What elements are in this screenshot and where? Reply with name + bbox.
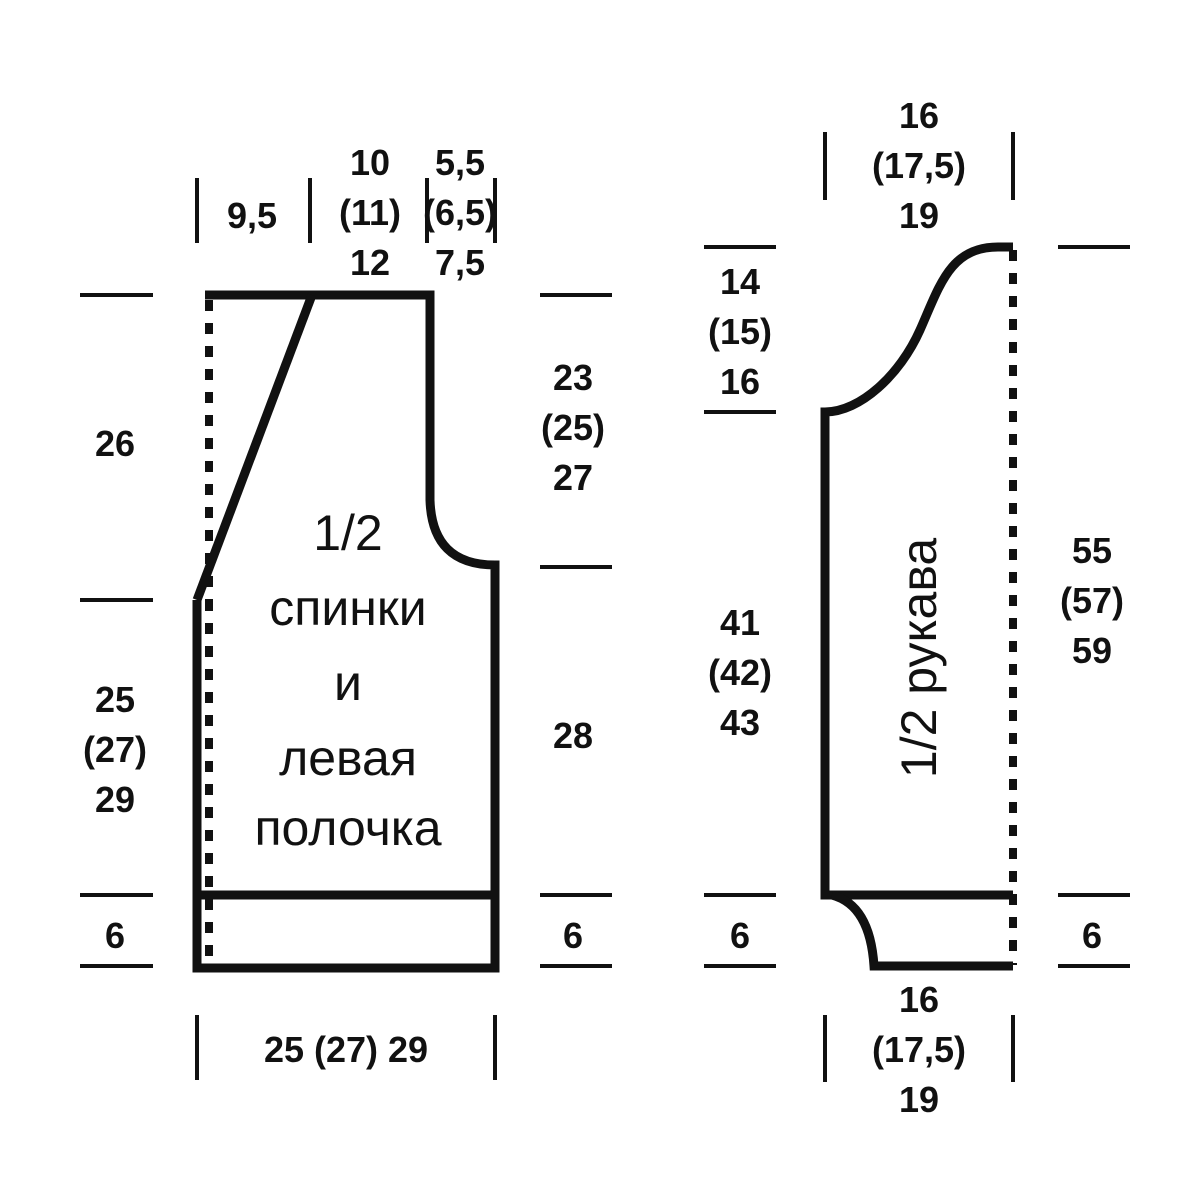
back-label-3: и [334, 655, 362, 711]
sleeve-right-ticks [1058, 245, 1130, 968]
sleeve-label: 1/2 рукава [891, 538, 947, 778]
back-left-upper-height: 26 [95, 423, 135, 464]
back-outline [192, 290, 500, 973]
back-left-band-height: 6 [105, 915, 125, 956]
back-bottom-ticks [195, 1015, 497, 1080]
back-right-armhole-height-2: (25) [541, 407, 605, 448]
back-right-ticks [540, 293, 612, 968]
back-left-middle-height-1: 25 [95, 679, 135, 720]
back-label-5: полочка [254, 800, 441, 856]
sleeve-cap-height-2: (15) [708, 311, 772, 352]
sleeve-total-height-3: 59 [1072, 630, 1112, 671]
sleeve-outline [820, 242, 1013, 900]
sleeve-top-width-1: 16 [899, 95, 939, 136]
sleeve-right-band-height: 6 [1082, 915, 1102, 956]
sleeve-bottom-width-2: (17,5) [872, 1029, 966, 1070]
sleeve-body-height-2: (42) [708, 652, 772, 693]
back-left-ticks [80, 293, 153, 968]
sleeve-top-width-3: 19 [899, 195, 939, 236]
sleeve-piece [820, 242, 1017, 971]
sleeve-bottom-width-1: 16 [899, 979, 939, 1020]
front-neckline [192, 293, 317, 602]
sleeve-body-height-1: 41 [720, 602, 760, 643]
back-label-1: 1/2 [313, 505, 383, 561]
sleeve-bottom-ticks [823, 1015, 1015, 1082]
back-neck-width-1: 10 [350, 142, 390, 183]
sleeve-top-width-2: (17,5) [872, 145, 966, 186]
sleeve-left-band-height: 6 [730, 915, 750, 956]
sleeve-cuff [830, 890, 1013, 971]
sleeve-cap-height-1: 14 [720, 261, 760, 302]
back-shoulder-width: 9,5 [227, 195, 277, 236]
sleeve-body-height-3: 43 [720, 702, 760, 743]
sleeve-top-ticks [823, 132, 1015, 200]
back-armhole-width-2: (6,5) [423, 192, 497, 233]
back-neck-width-2: (11) [339, 192, 401, 233]
back-armhole-width-1: 5,5 [435, 142, 485, 183]
sleeve-cap-height-3: 16 [720, 361, 760, 402]
sleeve-bottom-width-3: 19 [899, 1079, 939, 1120]
back-piece [192, 290, 500, 973]
sleeve-left-ticks [704, 245, 776, 968]
back-label-4: левая [279, 730, 417, 786]
back-top-ticks [195, 178, 497, 243]
back-right-armhole-height-3: 27 [553, 457, 593, 498]
back-left-middle-height-2: (27) [83, 729, 147, 770]
back-right-armhole-height-1: 23 [553, 357, 593, 398]
back-right-band-height: 6 [563, 915, 583, 956]
back-left-middle-height-3: 29 [95, 779, 135, 820]
sleeve-total-height-1: 55 [1072, 530, 1112, 571]
back-neck-width-3: 12 [350, 242, 390, 283]
back-bottom-width: 25 (27) 29 [264, 1029, 428, 1070]
back-armhole-width-3: 7,5 [435, 242, 485, 283]
back-right-side-height: 28 [553, 715, 593, 756]
sleeve-total-height-2: (57) [1060, 580, 1124, 621]
back-label-2: спинки [269, 580, 426, 636]
